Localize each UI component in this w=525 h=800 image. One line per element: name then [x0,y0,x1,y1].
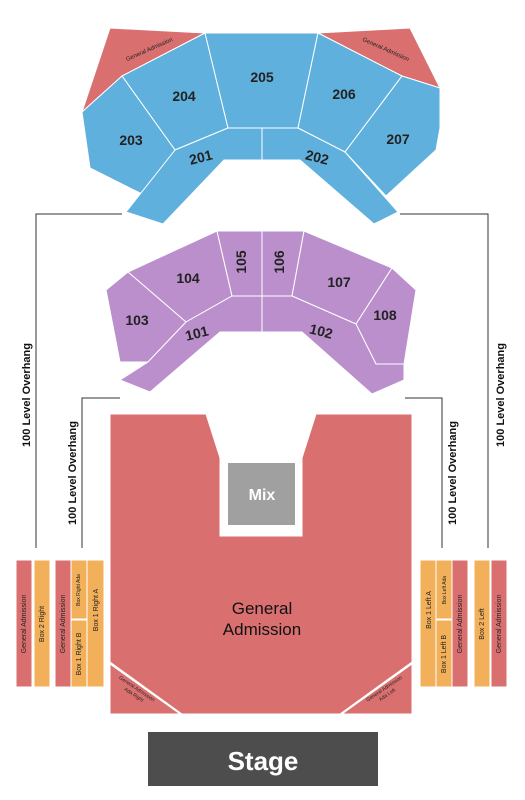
label-overhang-outer-right: 100 Level Overhang [495,343,507,447]
label-107: 107 [327,274,351,290]
section-ga-ada-right[interactable] [109,663,182,715]
label-ga-floor-2: Admission [223,620,301,639]
label-box-1-left-a: Box 1 Left A [426,591,433,629]
overhang-line-inner-right [405,397,443,548]
section-box-ga-outer-right[interactable] [490,559,508,688]
section-102[interactable] [261,295,405,395]
label-mix: Mix [249,487,276,504]
boxes-right: Box 1 Left A Box 1 Left B Box Left Ada G… [419,559,508,688]
label-stage: Stage [228,746,299,776]
label-105: 105 [233,250,249,274]
overhang-line-inner-left [81,397,120,548]
label-203: 203 [119,132,143,148]
upper-level: General Admission General Admission 204 … [80,27,441,225]
section-general-admission-floor[interactable] [109,413,413,715]
lower-level: 104 105 106 107 103 108 101 102 [105,230,417,395]
label-box-left-ada: Box Left Ada [442,576,448,605]
label-box-ga-outer-right: General Admission [496,595,503,654]
label-overhang-inner-right: 100 Level Overhang [447,421,459,525]
label-207: 207 [386,131,410,147]
section-201[interactable] [125,127,263,225]
section-box-ga-inner-right[interactable] [451,559,469,688]
label-box-2-right: Box 2 Right [39,606,46,642]
section-box-1-right-a[interactable] [86,559,105,688]
label-108: 108 [373,307,397,323]
boxes-left: General Admission Box 2 Right General Ad… [15,559,105,688]
label-ga-floor-1: General [232,599,292,618]
floor: Mix General Admission General Admission … [109,413,413,715]
label-104: 104 [176,270,200,286]
section-ga-ada-left[interactable] [340,663,413,715]
section-box-ga-outer-left[interactable] [15,559,33,688]
label-overhang-inner-left: 100 Level Overhang [67,421,79,525]
label-206: 206 [332,86,356,102]
label-102: 102 [308,321,335,342]
mix-position [228,463,295,525]
section-101[interactable] [118,295,263,393]
overhang-line-outer-right [400,213,489,548]
label-box-1-right-b: Box 1 Right B [76,632,83,675]
label-205: 205 [250,69,274,85]
label-101: 101 [184,323,211,344]
label-box-1-right-a: Box 1 Right A [93,588,100,631]
section-202[interactable] [261,127,399,225]
label-box-ga-inner-left: General Admission [60,595,67,654]
label-box-ga-outer-left: General Admission [21,595,28,654]
label-106: 106 [271,250,287,274]
overhang-lines [35,213,489,548]
stage: Stage [148,732,378,786]
label-box-ga-inner-right: General Admission [457,595,464,654]
label-overhang-outer-left: 100 Level Overhang [21,343,33,447]
section-box-2-left[interactable] [473,559,491,688]
label-box-1-left-b: Box 1 Left B [441,635,448,673]
label-204: 204 [172,88,196,104]
label-103: 103 [125,312,149,328]
label-201: 201 [188,147,215,168]
label-202: 202 [304,147,331,168]
label-box-2-left: Box 2 Left [479,608,486,640]
label-box-right-ada: Box Right Ada [76,574,82,606]
overhang-line-outer-left [35,213,122,548]
section-box-2-right[interactable] [33,559,51,688]
stage-block [148,732,378,786]
